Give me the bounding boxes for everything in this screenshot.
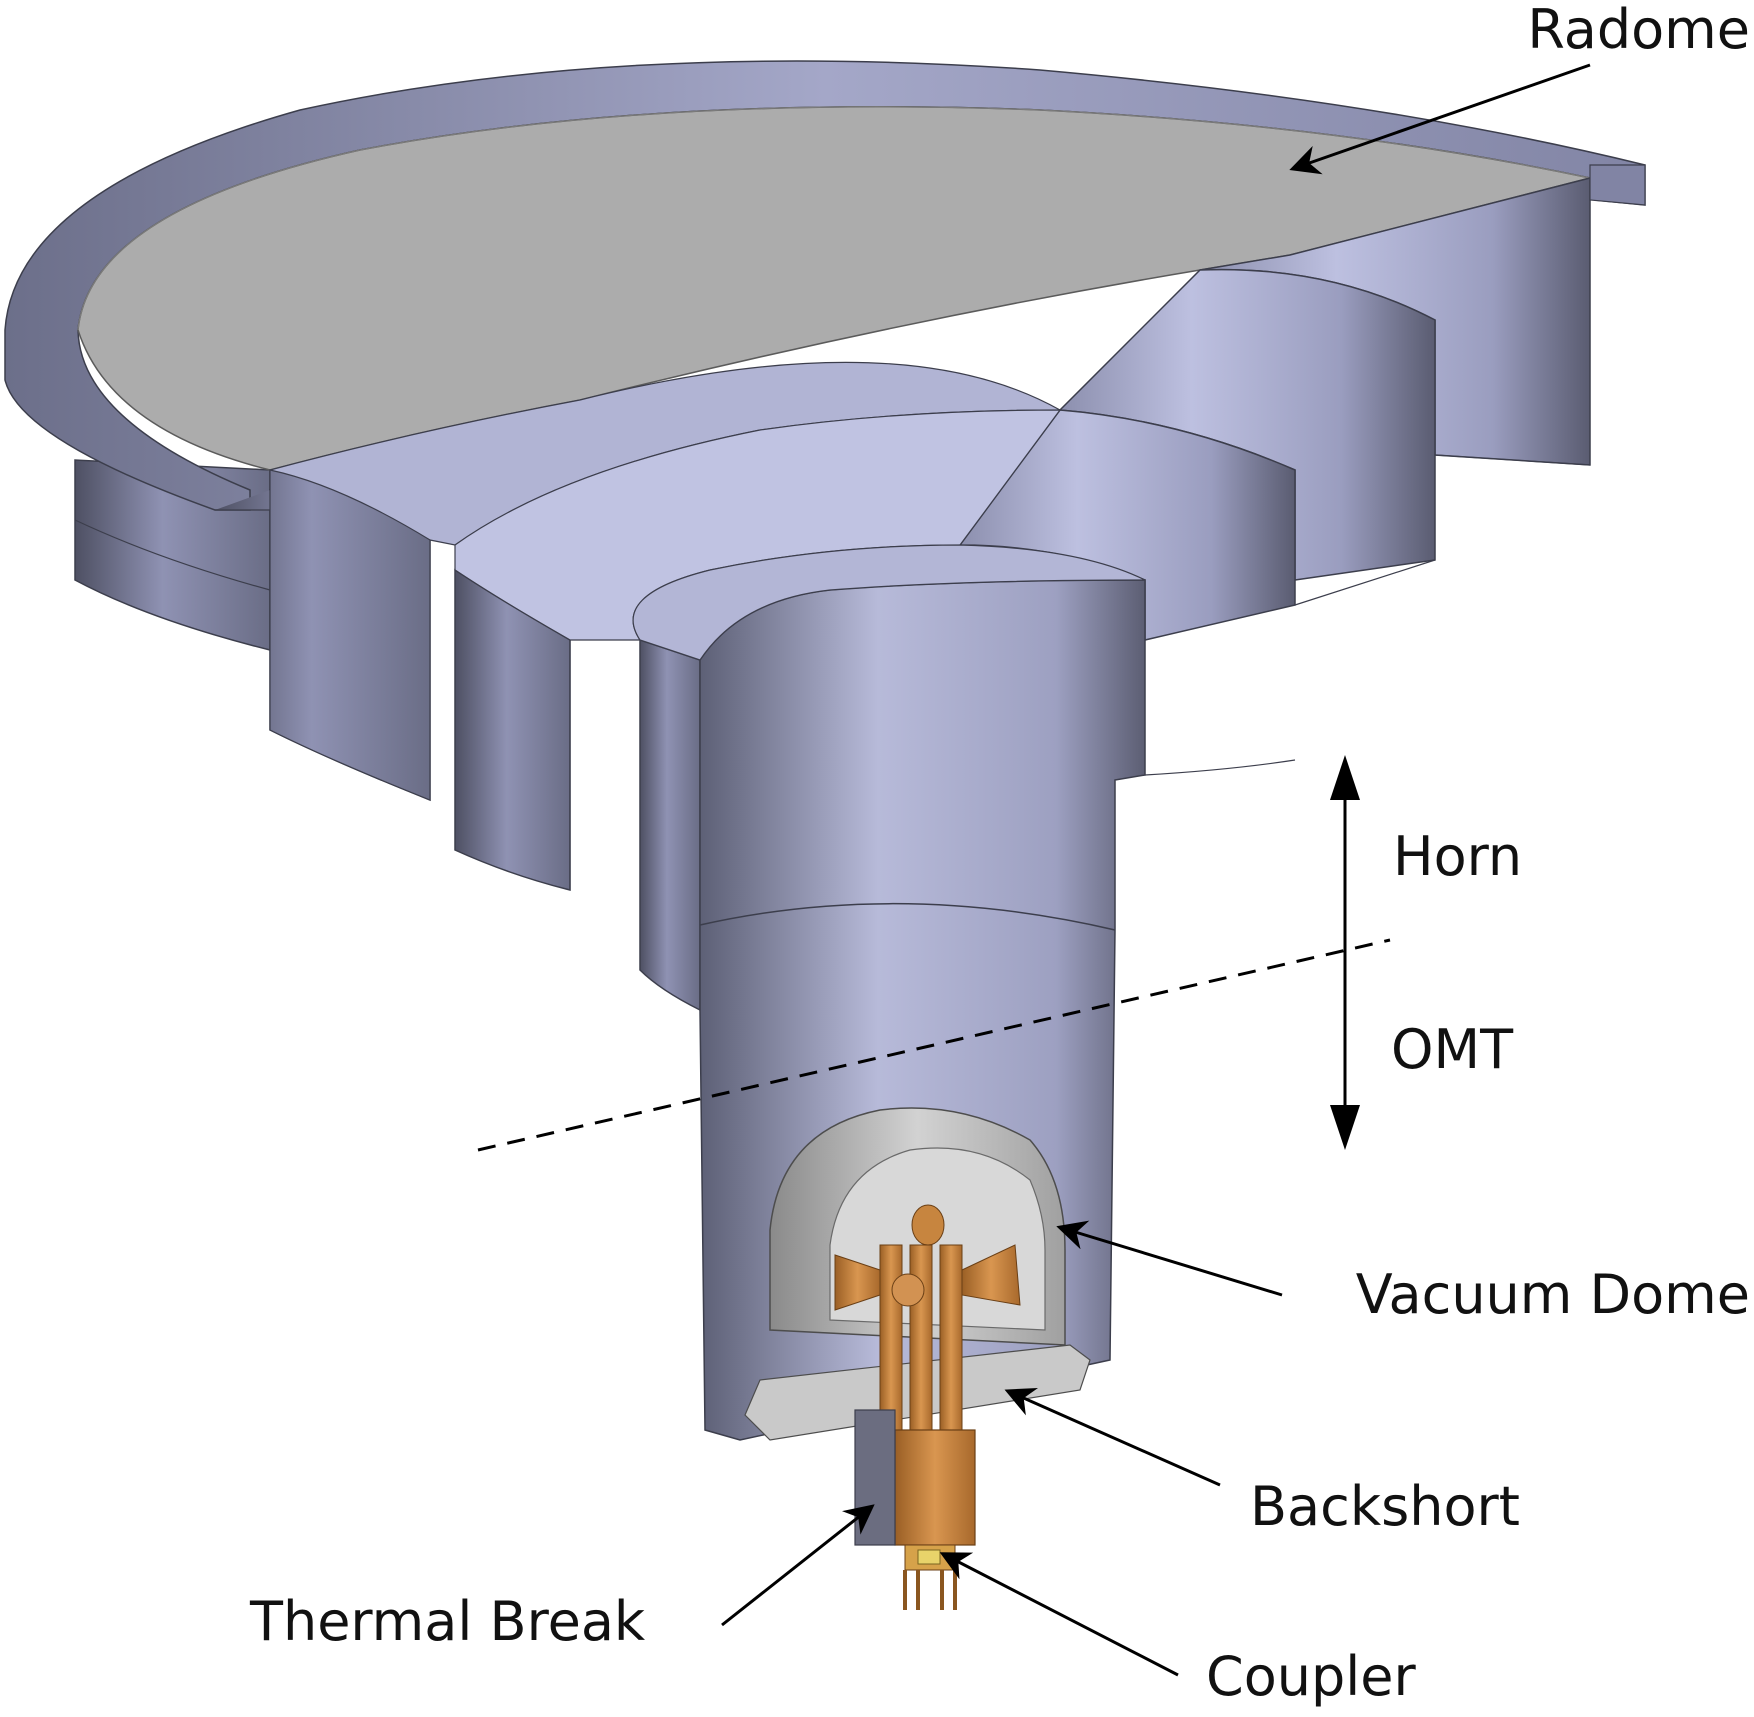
vacuum-dome-arrow [1056, 1220, 1283, 1297]
omt-label: OMT [1391, 1018, 1514, 1081]
vacuum-dome-label: Vacuum Dome [1356, 1263, 1750, 1326]
horn-omt-double-arrow [1330, 755, 1360, 1150]
thermal-break-label: Thermal Break [249, 1590, 646, 1653]
coupler-assembly [834, 1204, 1021, 1610]
horn-label: Horn [1393, 825, 1522, 888]
callout-arrows [721, 63, 1591, 1677]
radome-label: Radome [1527, 0, 1750, 61]
thermal-break-arrow [721, 1504, 875, 1627]
backshort-label: Backshort [1250, 1475, 1520, 1538]
coupler-label: Coupler [1206, 1645, 1416, 1708]
coupler-arrow [939, 1552, 1179, 1677]
horn-omt-divider [477, 938, 1391, 1152]
radome-arrow [1289, 63, 1591, 175]
backshort-arrow [1004, 1388, 1221, 1487]
